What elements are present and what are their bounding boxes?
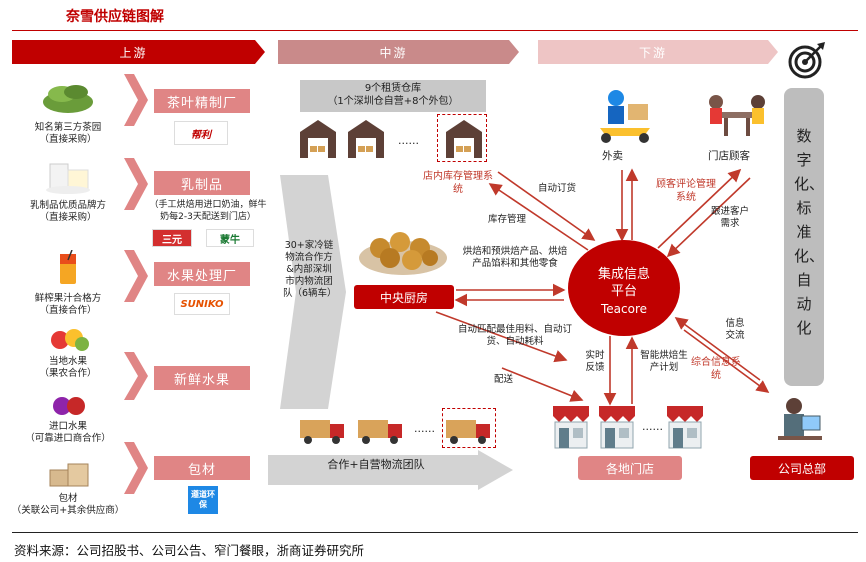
auto-match-label: 自动匹配最佳用料、自动订货、自动耗料: [458, 324, 573, 347]
truck-icon: [300, 420, 344, 444]
stage-banners: [12, 40, 778, 64]
upstream-chevrons: [124, 74, 148, 494]
warehouse-icon: [348, 120, 384, 158]
page-title: 奈雪供应链图解: [66, 9, 164, 25]
warehouse-sub: （1个深圳仓自营+8个外包）: [327, 96, 459, 107]
strategy-bar: [784, 88, 824, 386]
warehouse-icons: [300, 120, 482, 158]
packaging-box: 包材: [154, 456, 250, 480]
store-icon: [553, 406, 589, 449]
bangli-logo: 帮利: [174, 121, 228, 145]
truck-dots: ......: [414, 422, 435, 435]
realtime-label: 实时反馈: [585, 350, 605, 373]
store-icon: [667, 406, 703, 449]
upstream-banner: [12, 40, 265, 64]
hq-icon: [778, 398, 822, 440]
review-system-label: 顾客评论管理系统: [656, 179, 716, 203]
dairy-note: （手工烘焙用进口奶油，鲜牛奶每2-3天配送到门店）: [149, 200, 267, 222]
takeout-icon: [600, 90, 650, 143]
truck-icons: [300, 420, 490, 444]
upstream-label: 上游: [119, 45, 148, 60]
strategy-text: 数字化、标准化、自动化: [794, 127, 825, 337]
warehouse-icon: [446, 120, 482, 158]
inventory-mgmt-label: 库存管理: [488, 214, 527, 225]
downstream-label: 下游: [638, 45, 667, 60]
fresh-fruit-box: 新鲜水果: [154, 366, 250, 390]
downstream-banner: [538, 40, 778, 64]
target-icon: [788, 42, 825, 79]
store-icon: [599, 406, 635, 449]
platform-sub: Teacore: [600, 302, 648, 316]
warehouse-header: [300, 80, 486, 112]
tea-factory-box: 茶叶精制厂: [154, 89, 250, 113]
integrated-system-label: 综合信息系统: [691, 357, 741, 381]
inventory-system-label: 店内库存管理系统: [423, 171, 493, 195]
platform-circle: [568, 240, 680, 336]
mengniu-logo: 蒙牛: [206, 229, 254, 247]
dairy-box: 乳制品: [154, 171, 250, 195]
source-local-fruit: 当地水果（果农合作）: [39, 356, 97, 379]
logistics-text: 30+家冷链物流合作方&内部深圳市内物流团队（6辆车）: [283, 240, 337, 299]
selected-truck-frame: [442, 408, 496, 448]
info-exchange-label: 信息交流: [725, 318, 745, 341]
juice-icon: [60, 250, 76, 284]
bake-products-label: 烘焙和预烘焙产品、烘焙产品馅料和其他零食: [462, 246, 568, 269]
customers-icon: [709, 95, 765, 136]
dairy-icon: [46, 163, 90, 194]
logistics-chevron: [280, 175, 346, 409]
source-import-fruit: 进口水果（可靠进口商合作）: [25, 421, 111, 444]
import-fruit-icon: [53, 397, 85, 415]
fleet-arrow: [268, 450, 513, 490]
smart-plan-label: 智能烘焙生产计划: [640, 350, 688, 373]
truck-icon: [446, 420, 490, 444]
warehouse-icon: [300, 120, 336, 158]
takeout-label: 外卖: [602, 150, 623, 162]
fruit-factory-box: 水果处理厂: [154, 262, 250, 286]
title-divider: [12, 30, 858, 31]
sanyuan-logo: 三元: [152, 229, 192, 247]
warehouse-dots: ......: [398, 134, 419, 147]
source-packaging: 包材（关联公司+其余供应商）: [11, 493, 125, 516]
source-juice: 鲜榨果汁合格方（直接合作）: [34, 293, 102, 316]
selected-warehouse-frame: [437, 114, 487, 162]
footer-divider: [12, 532, 858, 533]
truck-icon: [358, 420, 402, 444]
follow-label: 跟进客户需求: [710, 206, 749, 229]
local-fruit-icon: [51, 329, 89, 351]
suniko-logo: SUNIKO: [174, 293, 230, 315]
central-kitchen-box: 中央厨房: [354, 285, 454, 309]
midstream-label: 中游: [379, 45, 408, 60]
store-icons: [553, 406, 703, 449]
tea-garden-icon: [43, 85, 93, 113]
warehouse-title: 9个租赁仓库: [364, 83, 422, 94]
fleet-label: 合作+自营物流团队: [327, 458, 425, 471]
source-dairy: 乳制品优质品牌方（直接采购）: [29, 200, 106, 223]
midstream-banner: [278, 40, 519, 64]
zundao-logo: 遵道环保: [188, 486, 218, 514]
platform-title: 集成信息平台: [597, 267, 650, 299]
source-tea: 知名第三方茶园（直接采购）: [34, 122, 102, 145]
store-customers-label: 门店顾客: [708, 150, 750, 162]
packaging-icon: [49, 463, 89, 487]
source-note: 资料来源：公司招股书、公司公告、窄门餐眼，浙商证券研究所: [14, 543, 365, 558]
store-dots: ......: [642, 420, 663, 433]
auto-order-label: 自动订货: [538, 183, 577, 194]
delivery-label: 配送: [494, 374, 514, 385]
stores-box: 各地门店: [578, 456, 682, 480]
hq-box: 公司总部: [750, 456, 854, 480]
bakery-image: [359, 232, 447, 275]
